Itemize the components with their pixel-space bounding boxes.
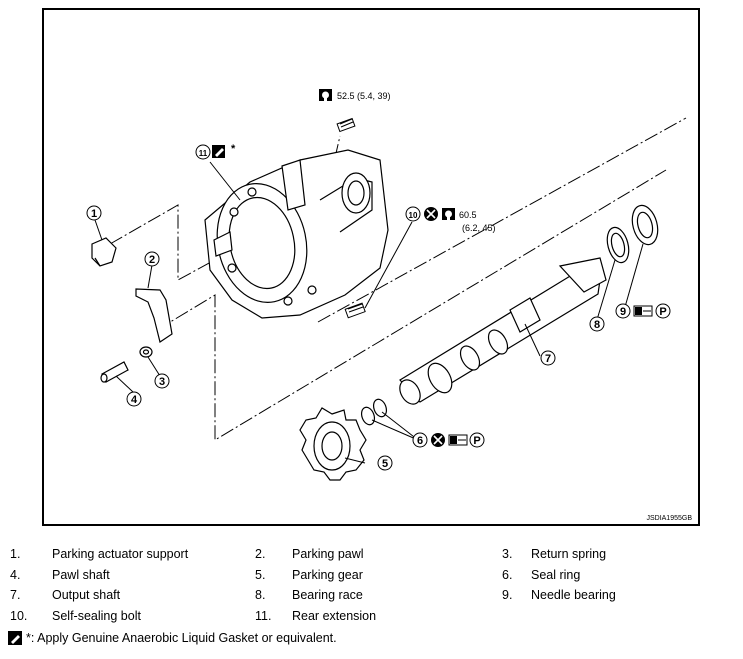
svg-text:P: P <box>473 435 480 447</box>
svg-text:4: 4 <box>131 394 138 406</box>
legend-label-7: Output shaft <box>52 588 121 602</box>
legend-num-5: 5. <box>255 568 266 582</box>
legend-label-9: Needle bearing <box>531 588 616 602</box>
legend-num-11: 11. <box>255 609 272 623</box>
svg-text:7: 7 <box>545 353 551 365</box>
callout-2: 2 <box>144 251 160 267</box>
callout-4: 4 <box>126 391 142 407</box>
callout-9: 9 <box>615 303 631 319</box>
middle-bolt <box>344 302 366 319</box>
parking-actuator-support <box>91 237 117 267</box>
svg-text:2: 2 <box>149 254 155 266</box>
svg-text:6: 6 <box>417 435 423 447</box>
callout-10: 10 <box>405 206 421 222</box>
svg-text:10: 10 <box>409 211 418 220</box>
legend-label-1: Parking actuator support <box>52 547 189 561</box>
lubricant-icon-2 <box>633 305 653 317</box>
svg-text:3: 3 <box>159 376 165 388</box>
petroleum-jelly-icon-2: P <box>655 303 671 319</box>
svg-text:11: 11 <box>199 149 208 158</box>
legend-num-3: 3. <box>502 547 513 561</box>
svg-text:8: 8 <box>594 319 600 331</box>
leader-lines <box>94 161 644 464</box>
torque-middle-text: 60.5 <box>459 210 477 220</box>
torque-wrench-icon <box>319 89 332 101</box>
do-not-reuse-icon <box>424 207 438 221</box>
upper-bolt <box>336 117 356 133</box>
svg-text:P: P <box>659 306 666 318</box>
legend-label-2: Parking pawl <box>292 547 364 561</box>
torque-upper-text: 52.5 (5.4, 39) <box>337 91 391 101</box>
legend-num-2: 2. <box>255 547 266 561</box>
legend-num-9: 9. <box>502 588 513 602</box>
legend-label-6: Seal ring <box>531 568 581 582</box>
parking-gear <box>299 407 367 481</box>
do-not-reuse-icon-2 <box>431 433 445 447</box>
diagram-code: JSDIA1955GB <box>646 515 692 522</box>
gasket-pencil-icon <box>212 145 225 158</box>
legend-label-3: Return spring <box>531 547 607 561</box>
bearing-race <box>606 226 630 264</box>
needle-bearing <box>631 204 659 246</box>
rear-extension <box>204 149 389 319</box>
svg-text:1: 1 <box>91 208 97 220</box>
legend-label-11: Rear extension <box>292 609 377 623</box>
legend-label-10: Self-sealing bolt <box>52 609 141 623</box>
legend-label-4: Pawl shaft <box>52 568 110 582</box>
torque-middle-sub-text: (6.2, 45) <box>462 223 496 233</box>
pawl-shaft <box>100 361 129 383</box>
return-spring <box>139 346 153 358</box>
legend-num-8: 8. <box>255 588 266 602</box>
footnote-text: *: Apply Genuine Anaerobic Liquid Gasket… <box>26 631 337 645</box>
legend-num-10: 10. <box>10 609 28 623</box>
callout-8: 8 <box>589 316 605 332</box>
seal-rings <box>360 398 388 426</box>
torque-wrench-icon-2 <box>442 208 455 220</box>
callout-1: 1 <box>86 205 102 221</box>
footnote: *: Apply Genuine Anaerobic Liquid Gasket… <box>8 631 337 645</box>
callout-3: 3 <box>154 373 170 389</box>
petroleum-jelly-icon: P <box>469 432 485 448</box>
legend-label-5: Parking gear <box>292 568 363 582</box>
lubricant-icon <box>448 434 468 446</box>
callout-11: 11 <box>195 144 211 160</box>
output-shaft <box>399 257 607 405</box>
legend-num-6: 6. <box>502 568 513 582</box>
legend-num-4: 4. <box>10 568 21 582</box>
parking-pawl <box>135 288 173 343</box>
callout-5: 5 <box>377 455 393 471</box>
gasket-pencil-icon-footnote <box>8 631 22 645</box>
callout-7: 7 <box>540 350 556 366</box>
svg-text:9: 9 <box>620 306 626 318</box>
legend-label-8: Bearing race <box>292 588 363 602</box>
svg-text:5: 5 <box>382 458 388 470</box>
legend-num-7: 7. <box>10 588 21 602</box>
callout-6: 6 <box>412 432 428 448</box>
legend-num-1: 1. <box>10 547 21 561</box>
gasket-asterisk: * <box>231 143 236 155</box>
